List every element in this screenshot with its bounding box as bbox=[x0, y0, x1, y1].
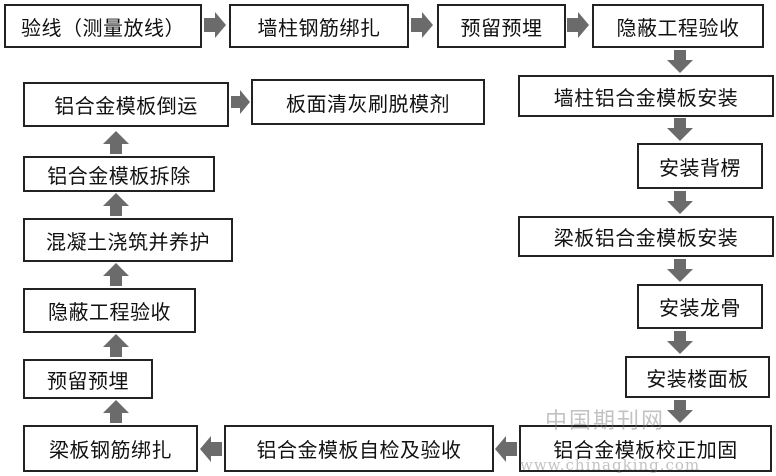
step-install-keel: 安装龙骨 bbox=[637, 284, 763, 329]
step-beam-slab-rebar: 梁板钢筋绑扎 bbox=[23, 425, 198, 472]
step-concealed-inspection-1: 隐蔽工程验收 bbox=[592, 4, 764, 48]
step-embed-reserve-2: 预留预埋 bbox=[23, 359, 153, 399]
arrow-s8-s9 bbox=[667, 331, 693, 354]
arrow-s11-s12 bbox=[200, 436, 222, 462]
step-formwork-transfer: 铝合金模板倒运 bbox=[23, 82, 229, 127]
step-wall-column-rebar: 墙柱钢筋绑扎 bbox=[229, 4, 409, 48]
step-clean-release-agent: 板面清灰刷脱模剂 bbox=[251, 79, 485, 125]
step-formwork-removal: 铝合金模板拆除 bbox=[23, 156, 215, 192]
arrow-s5-s6 bbox=[667, 118, 693, 141]
arrow-s4-s5 bbox=[667, 50, 693, 73]
arrow-s14-s15 bbox=[103, 263, 129, 286]
step-concealed-inspection-2: 隐蔽工程验收 bbox=[23, 288, 196, 333]
step-embed-reserve-1: 预留预埋 bbox=[437, 4, 566, 48]
arrow-s13-s14 bbox=[103, 334, 129, 357]
arrow-s17-s18 bbox=[231, 90, 250, 114]
step-formwork-self-check: 铝合金模板自检及验收 bbox=[224, 425, 494, 472]
step-wall-column-formwork: 墙柱铝合金模板安装 bbox=[518, 75, 774, 117]
arrow-s2-s3 bbox=[411, 12, 433, 38]
arrow-s7-s8 bbox=[667, 259, 693, 282]
step-install-floor-panel: 安装楼面板 bbox=[625, 356, 770, 398]
arrow-s10-s11 bbox=[495, 436, 517, 462]
arrow-s3-s4 bbox=[567, 12, 589, 38]
arrow-s12-s13 bbox=[103, 400, 129, 423]
arrow-s6-s7 bbox=[667, 191, 693, 214]
step-concrete-pour-cure: 混凝土浇筑并养护 bbox=[23, 218, 233, 262]
step-install-back-ribs: 安装背楞 bbox=[637, 143, 763, 189]
step-formwork-correction: 铝合金模板校正加固 bbox=[519, 425, 772, 472]
arrow-s16-s17 bbox=[103, 131, 129, 154]
arrow-s1-s2 bbox=[204, 12, 226, 38]
step-survey-layout: 验线（测量放线） bbox=[4, 4, 202, 48]
arrow-s9-s10 bbox=[667, 400, 693, 423]
step-beam-slab-formwork: 梁板铝合金模板安装 bbox=[518, 216, 774, 257]
arrow-s15-s16 bbox=[103, 193, 129, 216]
